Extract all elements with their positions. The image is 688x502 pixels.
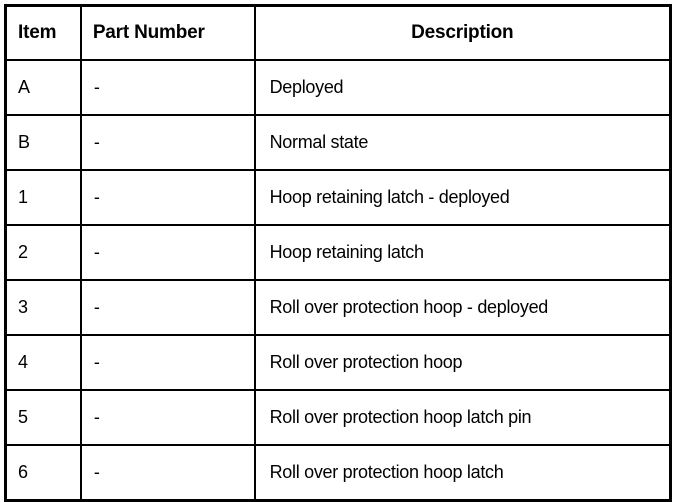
cell-description: Normal state	[254, 115, 671, 171]
cell-item: 3	[5, 280, 82, 336]
cell-item: A	[5, 60, 82, 116]
parts-legend-table: Item Part Number Description A - Deploye…	[4, 4, 672, 502]
table-row: A - Deployed	[5, 60, 671, 116]
table-row: 5 - Roll over protection hoop latch pin	[5, 390, 671, 446]
column-header-description: Description	[254, 5, 671, 61]
table-row: 2 - Hoop retaining latch	[5, 225, 671, 281]
cell-part-number: -	[80, 225, 256, 281]
table-row: 4 - Roll over protection hoop	[5, 335, 671, 391]
table-row: 3 - Roll over protection hoop - deployed	[5, 280, 671, 336]
cell-description: Roll over protection hoop	[254, 335, 671, 391]
cell-part-number: -	[80, 115, 256, 171]
cell-description: Roll over protection hoop latch pin	[254, 390, 671, 446]
cell-part-number: -	[80, 60, 256, 116]
cell-part-number: -	[80, 390, 256, 446]
cell-description: Hoop retaining latch - deployed	[254, 170, 671, 226]
cell-part-number: -	[80, 335, 256, 391]
cell-part-number: -	[80, 280, 256, 336]
cell-part-number: -	[80, 445, 256, 501]
table-row: 1 - Hoop retaining latch - deployed	[5, 170, 671, 226]
cell-description: Roll over protection hoop - deployed	[254, 280, 671, 336]
table-header: Item Part Number Description	[5, 5, 671, 61]
cell-item: B	[5, 115, 82, 171]
cell-part-number: -	[80, 170, 256, 226]
cell-item: 2	[5, 225, 82, 281]
cell-item: 5	[5, 390, 82, 446]
cell-item: 1	[5, 170, 82, 226]
cell-item: 4	[5, 335, 82, 391]
cell-description: Deployed	[254, 60, 671, 116]
table-row: 6 - Roll over protection hoop latch	[5, 445, 671, 501]
column-header-part-number: Part Number	[80, 5, 256, 61]
cell-item: 6	[5, 445, 82, 501]
table-header-row: Item Part Number Description	[5, 5, 671, 61]
cell-description: Hoop retaining latch	[254, 225, 671, 281]
table-row: B - Normal state	[5, 115, 671, 171]
column-header-item: Item	[5, 5, 82, 61]
cell-description: Roll over protection hoop latch	[254, 445, 671, 501]
table-body: A - Deployed B - Normal state 1 - Hoop r…	[5, 60, 671, 501]
